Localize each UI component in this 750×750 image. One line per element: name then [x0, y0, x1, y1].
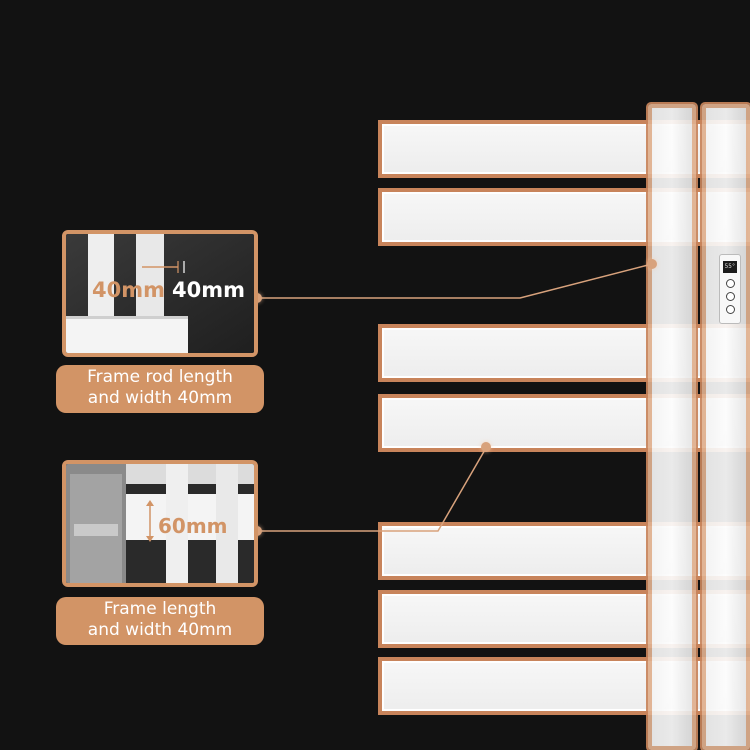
frame-closeup-illustration	[66, 464, 254, 583]
callout-photo-frame-rod: 40mm 40mm	[62, 230, 258, 357]
label-line-2: and width 40mm	[87, 620, 233, 640]
connector-dot-2b	[481, 442, 491, 452]
connector-line-2	[258, 447, 487, 532]
callout-label-frame: Frame length and width 40mm	[56, 597, 264, 645]
power-icon[interactable]	[726, 305, 735, 314]
frame-rod-closeup-illustration	[66, 234, 254, 353]
frame-post-right	[702, 104, 750, 750]
temperature-display: 55°	[723, 261, 737, 273]
connector-line-1	[258, 263, 653, 299]
rod-length-measure: 40mm	[92, 278, 165, 302]
label-line-1: Frame rod length	[87, 367, 233, 387]
mode-icon[interactable]	[726, 292, 735, 301]
rod-width-measure: 40mm	[172, 278, 245, 302]
thermostat-panel[interactable]: 55°	[719, 254, 741, 324]
frame-post-left	[648, 104, 696, 750]
label-line-1: Frame length	[103, 599, 217, 619]
label-line-2: and width 40mm	[87, 388, 233, 408]
callout-photo-frame: 60mm	[62, 460, 258, 587]
frame-height-measure: 60mm	[158, 514, 228, 538]
temperature-icon[interactable]	[726, 279, 735, 288]
connector-dot-1b	[647, 259, 657, 269]
callout-label-frame-rod: Frame rod length and width 40mm	[56, 365, 264, 413]
